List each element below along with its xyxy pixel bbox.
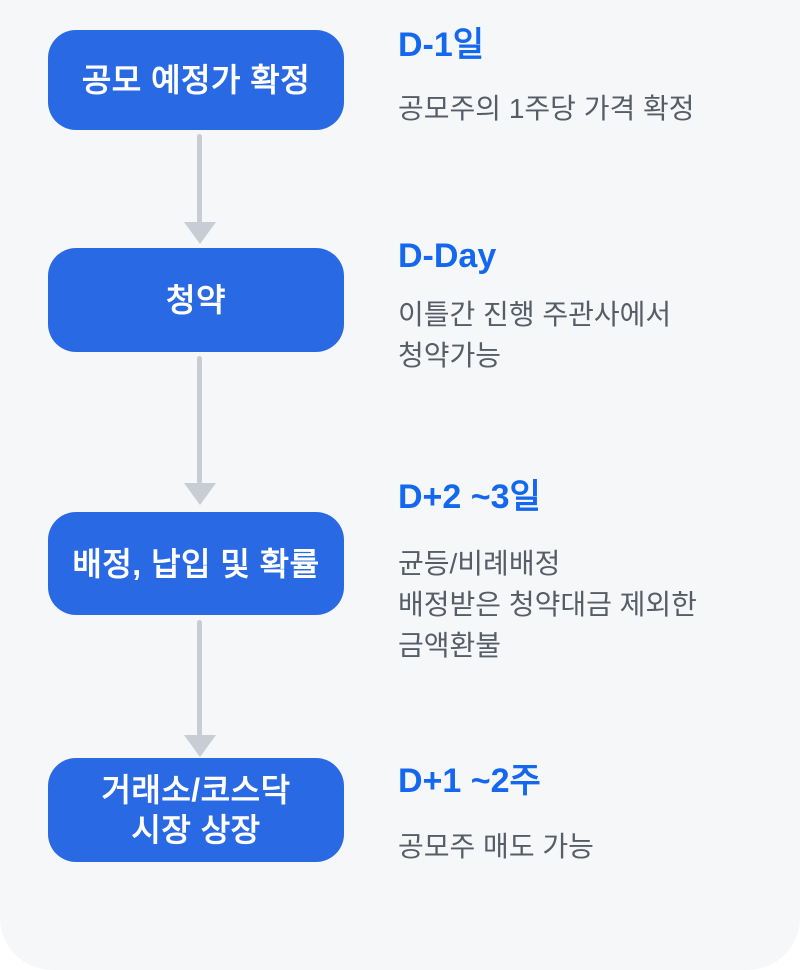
stage-box-allocation: 배정, 납입 및 확률 (48, 512, 344, 615)
arrow-shaft (197, 620, 202, 736)
stage-box-label: 거래소/코스닥 시장 상장 (101, 772, 291, 848)
arrow-head (184, 222, 216, 244)
stage-description: 공모주 매도 가능 (398, 831, 594, 862)
arrow-down-icon (184, 620, 216, 757)
stage-box-listing: 거래소/코스닥 시장 상장 (48, 758, 344, 862)
day-label: D-1일 (398, 26, 485, 64)
arrow-down-icon (184, 356, 216, 505)
stage-description: 이틀간 진행 주관사에서 청약가능 (398, 299, 672, 371)
stage-description: 균등/비례배정 배정받은 청약대금 제외한 금액환불 (398, 548, 697, 661)
stage-description: 공모주의 1주당 가격 확정 (398, 93, 695, 124)
stage-box-subscription: 청약 (48, 248, 344, 352)
arrow-shaft (197, 356, 202, 484)
stage-box-label: 공모 예정가 확정 (81, 62, 311, 98)
arrow-head (184, 483, 216, 505)
stage-box-label: 배정, 납입 및 확률 (72, 545, 320, 582)
arrow-shaft (197, 134, 202, 223)
arrow-down-icon (184, 134, 216, 244)
stage-box-label: 청약 (166, 282, 226, 318)
day-label: D-Day (398, 237, 497, 275)
stage-box-offering-price: 공모 예정가 확정 (48, 30, 344, 130)
day-label: D+1 ~2주 (398, 762, 541, 800)
arrow-head (184, 735, 216, 757)
day-label: D+2 ~3일 (398, 478, 541, 516)
